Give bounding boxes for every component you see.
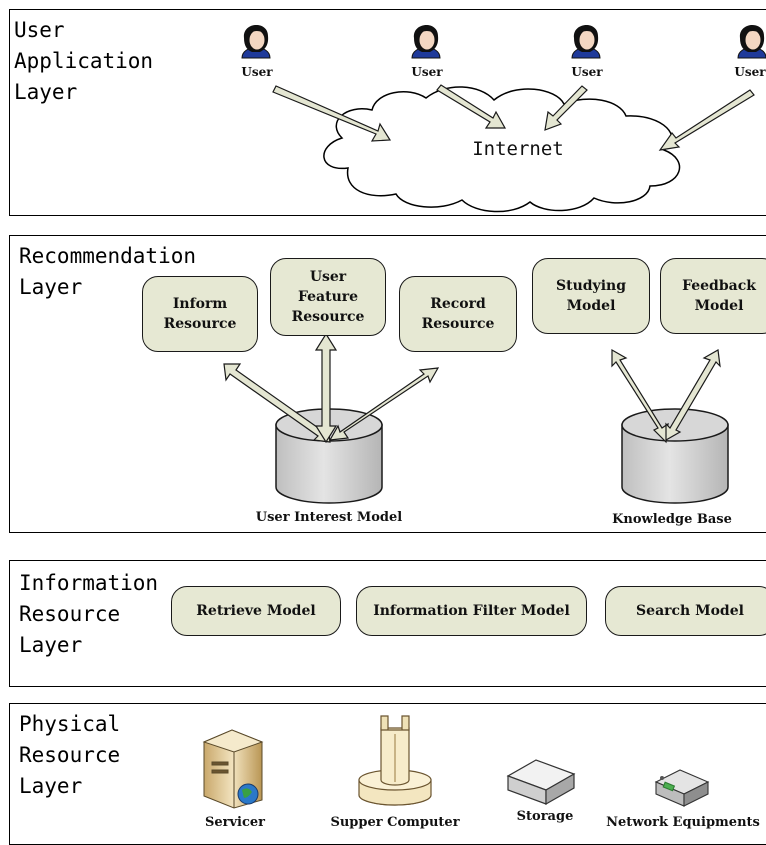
internet-label: Internet	[472, 138, 564, 160]
inform-resource-box: Inform Resource	[142, 276, 258, 352]
user-feature-resource-box: User Feature Resource	[270, 258, 386, 336]
recommendation-arrows	[223, 332, 721, 444]
network-equipments-icon	[654, 769, 710, 807]
feedback-model-box: Feedback Model	[660, 258, 766, 334]
storage-label: Storage	[516, 809, 574, 824]
user-icon-1	[241, 24, 271, 59]
studying-model-box: Studying Model	[532, 258, 650, 334]
user-label-1: User	[241, 65, 273, 79]
user-application-layer-title: User Application Layer	[14, 18, 154, 104]
servicer-icon	[202, 729, 264, 809]
arrow-inform-to-interest	[223, 363, 331, 443]
supper-computer-icon	[358, 715, 432, 806]
user-label-2: User	[411, 65, 443, 79]
user-icon-3	[571, 24, 601, 59]
arrow-user-4	[658, 89, 755, 151]
information-resource-layer-title: Information Resource Layer	[19, 571, 159, 657]
arrow-user-2	[436, 84, 507, 129]
arrow-user-3	[544, 85, 588, 131]
supper-computer-label: Supper Computer	[330, 815, 460, 830]
network-equipments-label: Network Equipments	[606, 815, 760, 830]
user-label-3: User	[571, 65, 603, 79]
information-filter-model-box: Information Filter Model	[356, 586, 587, 636]
arrow-record-to-interest	[328, 367, 440, 441]
user-icon-2	[411, 24, 441, 59]
user-interest-model-label: User Interest Model	[255, 510, 403, 525]
record-resource-box: Record Resource	[399, 276, 517, 352]
user-to-internet-arrows	[272, 84, 755, 151]
physical-resource-layer-title: Physical Resource Layer	[19, 712, 121, 798]
internet-cloud	[323, 86, 681, 213]
arrow-studying-to-kb	[611, 348, 669, 444]
arrow-user-1	[272, 85, 392, 142]
user-icon-4	[737, 24, 766, 59]
servicer-label: Servicer	[204, 815, 266, 830]
arrow-feedback-to-kb	[665, 349, 721, 442]
arrow-feature-to-interest	[314, 332, 338, 444]
retrieve-model-box: Retrieve Model	[171, 586, 341, 636]
storage-icon	[506, 759, 576, 806]
knowledge-base-label: Knowledge Base	[612, 512, 732, 527]
recommendation-layer-title: Recommendation Layer	[19, 244, 197, 299]
user-label-4: User	[734, 65, 766, 79]
search-model-box: Search Model	[605, 586, 766, 636]
